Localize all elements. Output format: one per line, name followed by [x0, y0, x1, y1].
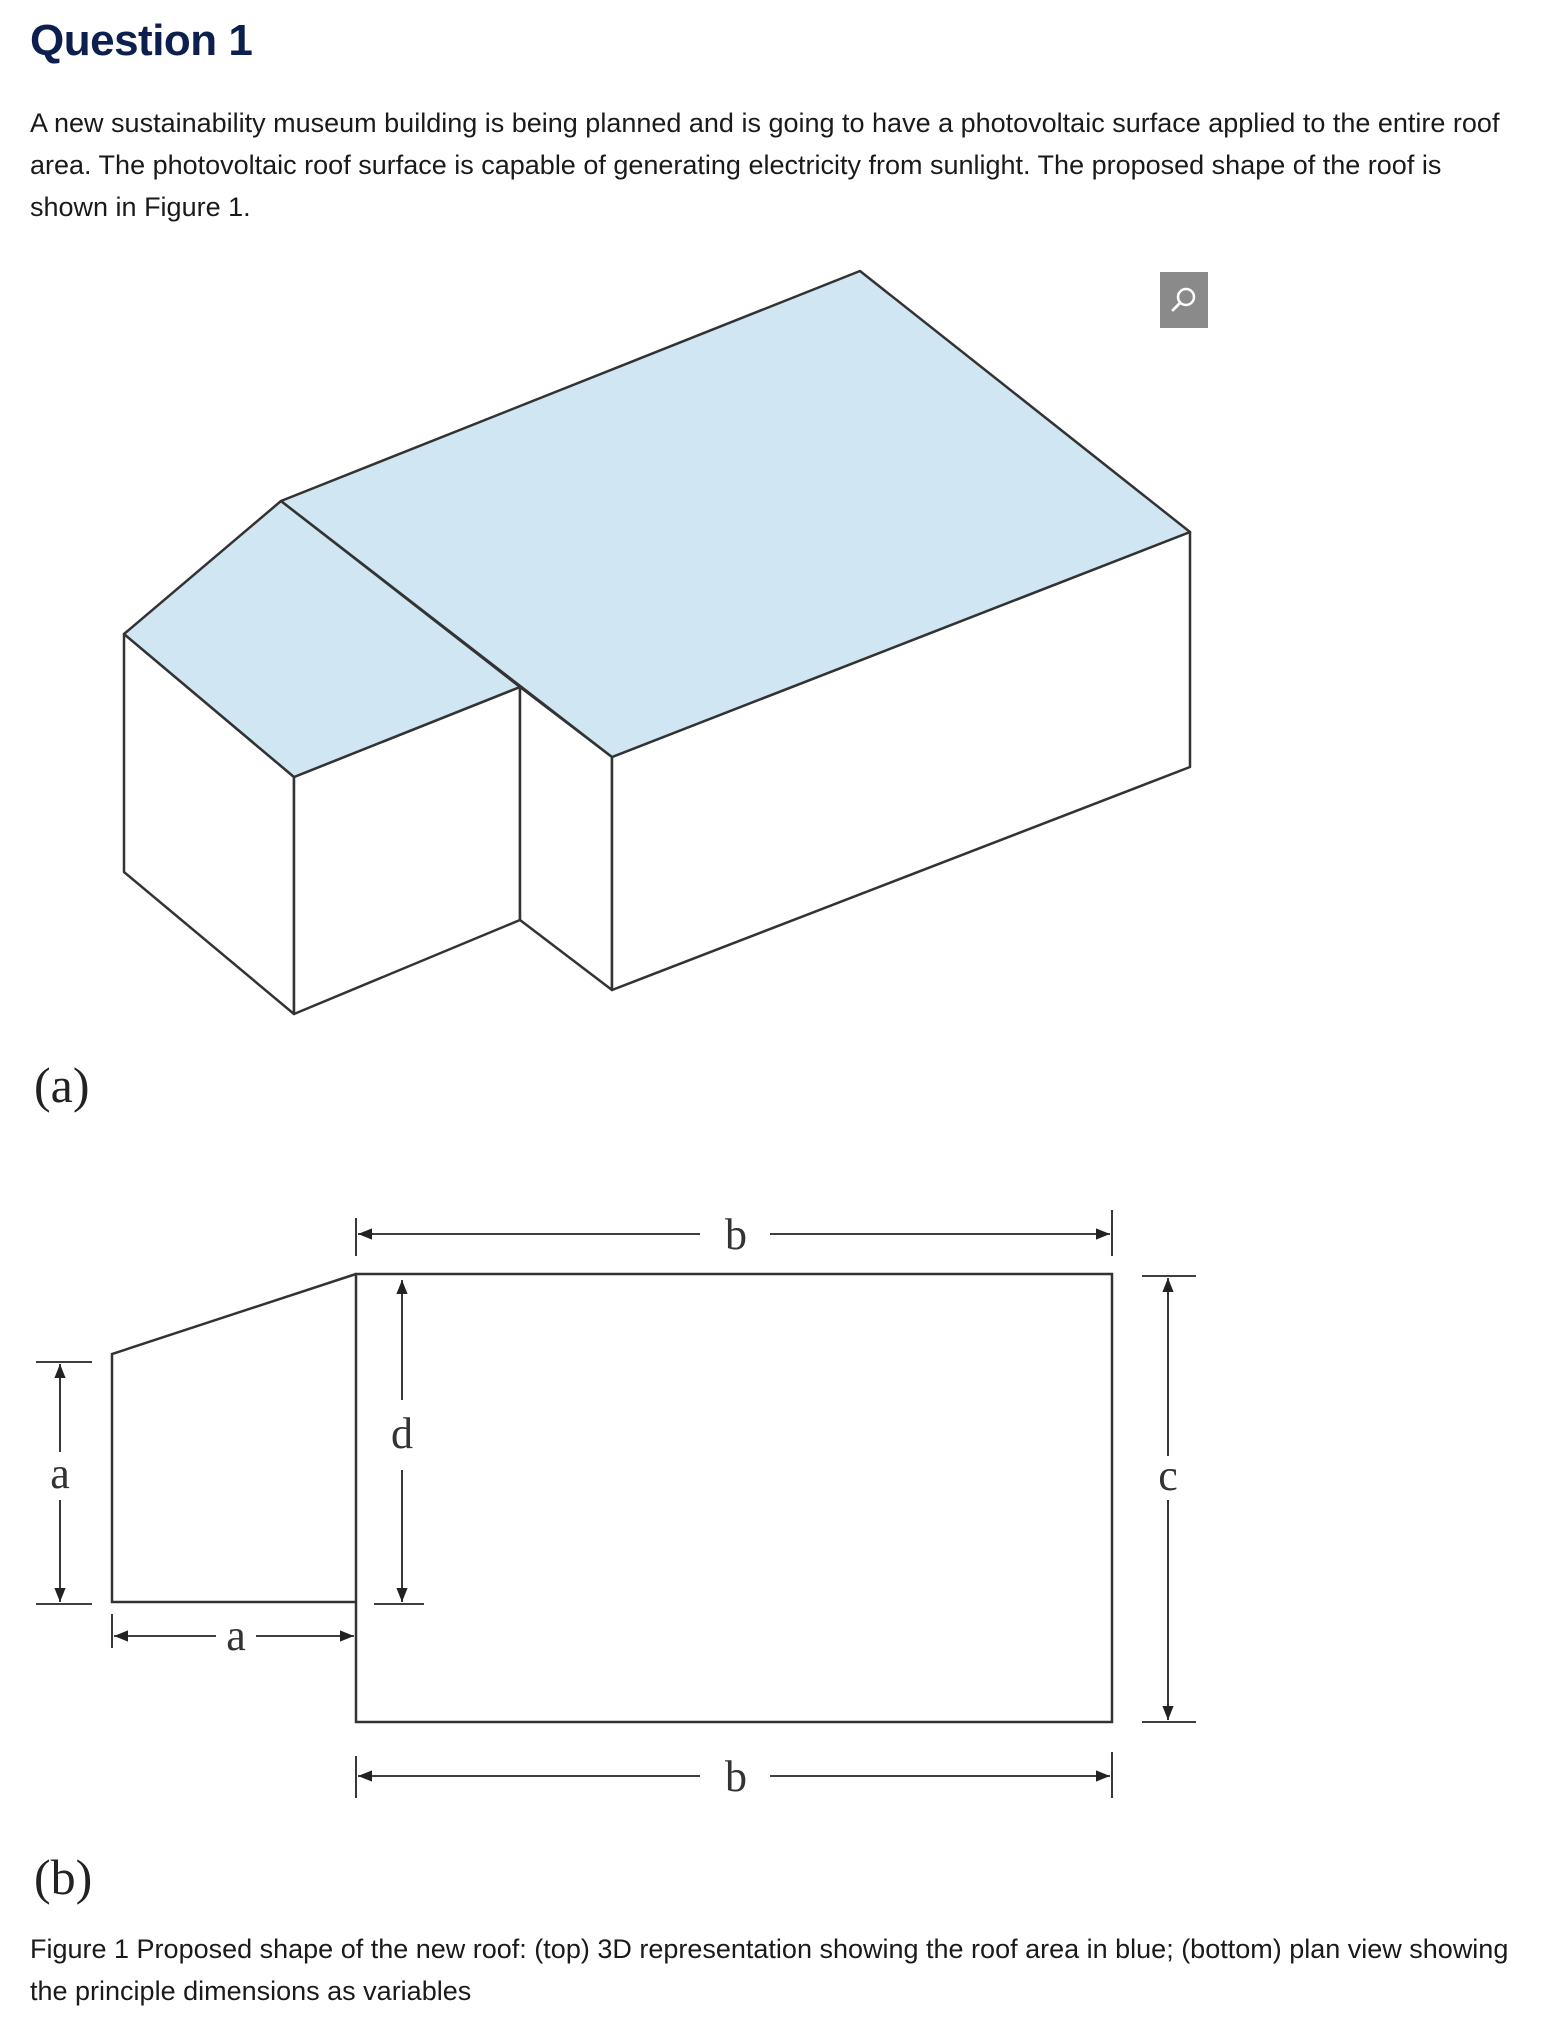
dimension-label-a-bottom: a: [226, 1611, 246, 1660]
zoom-figure-button[interactable]: [1160, 272, 1208, 328]
dimension-label-c: c: [1158, 1451, 1178, 1500]
question-intro: A new sustainability museum building is …: [30, 108, 1500, 222]
panel-b-label: (b): [34, 1849, 92, 1905]
figure-caption: Figure 1 Proposed shape of the new roof:…: [30, 1934, 1509, 2006]
plan-left-wing: [110, 1272, 357, 1604]
question-title: Question 1: [30, 16, 253, 65]
panel-a-label: (a): [34, 1057, 90, 1113]
building-3d: [122, 269, 1192, 1016]
dimension-label-d: d: [391, 1409, 413, 1458]
plan-main-rectangle: [354, 1272, 1114, 1724]
dimension-label-a-left: a: [50, 1449, 70, 1498]
dimension-lines: [36, 1210, 1196, 1798]
dimension-label-b-bottom: b: [725, 1752, 747, 1801]
dimension-label-b-top: b: [725, 1210, 747, 1259]
plan-view: [110, 1272, 1114, 1724]
magnifier-icon: [1171, 287, 1196, 312]
main-roof: [279, 269, 1192, 759]
